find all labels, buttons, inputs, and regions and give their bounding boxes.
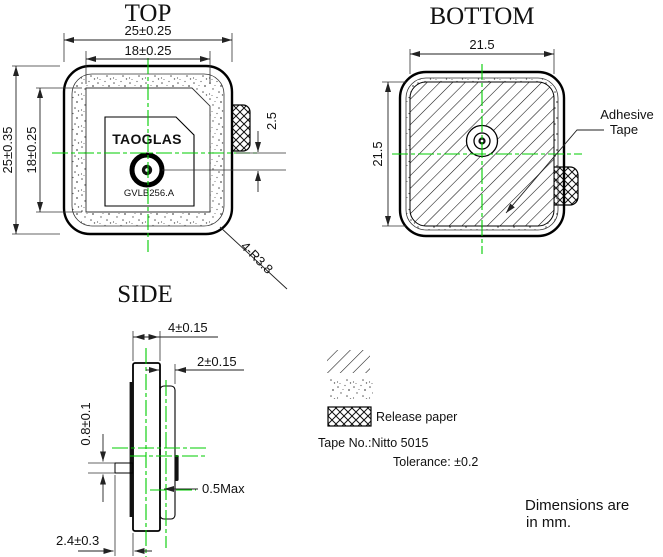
taoglas-logo: TAOGLAS: [112, 131, 182, 147]
top-view: TOP TAOGLAS GVLB256.A: [0, 0, 288, 290]
tape-no-label: Tape No.:Nitto 5015: [318, 436, 429, 450]
feed-point-top: [129, 152, 165, 188]
bottom-view: BOTTOM 21.5 21.5 Ad: [370, 3, 654, 254]
top-extension-lines: [12, 33, 286, 235]
dim-outer-width: 25±0.25: [125, 23, 172, 38]
adhesive-tape-label-line2: Tape: [610, 122, 638, 137]
adhesive-tape-leader: [505, 129, 604, 214]
side-extension-lines: [88, 331, 176, 556]
dim-pin-protrusion: 0.5Max: [202, 481, 245, 496]
release-paper-label: Release paper: [376, 410, 457, 424]
side-pin-tip: [174, 455, 179, 481]
units-note: Dimensions are in mm.: [525, 497, 629, 531]
dim-pin-diameter: 0.8±0.1: [78, 402, 93, 445]
adhesive-hatch-swatch: [327, 350, 370, 373]
dim-pin-length: 2.4±0.3: [56, 533, 99, 548]
side-feed-pin: [114, 462, 134, 474]
units-note-line2: in mm.: [526, 514, 571, 531]
dim-tape-height: 21.5: [370, 141, 385, 166]
dim-body-thickness: 4±0.15: [168, 320, 208, 335]
dim-feed-offset: 2.5: [264, 112, 279, 130]
dim-tape-thickness: 2±0.15: [197, 354, 237, 369]
dim-outer-height: 25±0.35: [0, 127, 15, 174]
side-view: SIDE 4±0.15: [56, 281, 245, 557]
dim-patch-height: 18±0.25: [24, 127, 39, 174]
side-patch-edge: [129, 382, 133, 517]
bottom-release-tab: [553, 166, 579, 206]
legend: Release paper Tape No.:Nitto 5015 Tolera…: [318, 350, 478, 469]
adhesive-tape-label-line1: Adhesive: [600, 107, 653, 122]
bottom-view-title: BOTTOM: [429, 3, 534, 30]
side-view-title: SIDE: [117, 281, 173, 308]
stipple-swatch: [330, 378, 373, 399]
dim-corner-radius: 4-R3.8: [238, 239, 276, 277]
part-number: GVLB256.A: [124, 188, 175, 199]
units-note-line1: Dimensions are: [525, 497, 629, 514]
top-view-title: TOP: [125, 0, 172, 27]
side-tape-layer: [159, 385, 176, 520]
side-centerlines: [112, 348, 206, 557]
dim-patch-width: 18±0.25: [125, 43, 172, 58]
corner-radius-leader: [219, 226, 288, 290]
dim-tape-width: 21.5: [469, 37, 494, 52]
tolerance-label: Tolerance: ±0.2: [393, 455, 478, 469]
release-paper-swatch: [327, 406, 372, 427]
top-connector-tab: [231, 104, 251, 152]
